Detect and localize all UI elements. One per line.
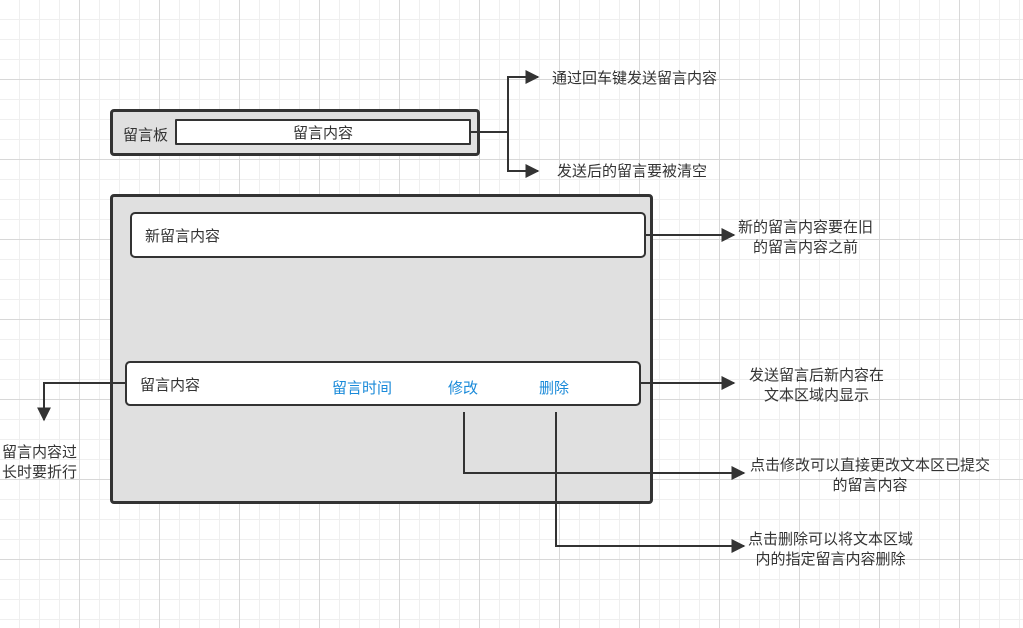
note-line: 发送留言后新内容在 <box>749 366 885 384</box>
note-show-in-area: 发送留言后新内容在 文本区域内显示 <box>749 365 884 405</box>
note-line: 点击修改可以直接更改文本区已提交 <box>750 456 991 474</box>
arrow-delete-note <box>555 412 746 553</box>
note-delete: 点击删除可以将文本区域 内的指定留言内容删除 <box>748 529 913 569</box>
arrow-wrap-long <box>37 382 125 422</box>
note-wrap-long: 留言内容过 长时要折行 <box>2 442 77 482</box>
message-item-text: 留言内容 <box>140 376 201 394</box>
message-item <box>125 361 641 406</box>
note-line: 长时要折行 <box>2 463 78 481</box>
note-line: 新的留言内容要在旧 <box>738 218 874 236</box>
note-enter-to-send: 通过回车键发送留言内容 <box>552 69 718 87</box>
message-input[interactable]: 留言内容 <box>175 119 471 145</box>
edit-link[interactable]: 修改 <box>448 379 479 397</box>
new-message-item: 新留言内容 <box>130 212 646 258</box>
note-clear-after-send: 发送后的留言要被清空 <box>557 162 708 180</box>
message-time-link[interactable]: 留言时间 <box>332 379 393 397</box>
note-line: 留言内容过 <box>2 443 78 461</box>
note-line: 的留言内容 <box>832 476 908 494</box>
note-new-before-old: 新的留言内容要在旧 的留言内容之前 <box>738 217 873 257</box>
arrow-edit-note <box>463 412 746 480</box>
delete-link[interactable]: 删除 <box>539 379 570 397</box>
message-board-label: 留言板 <box>123 126 169 144</box>
arrow-enter-to-send <box>471 70 540 133</box>
arrow-clear-after-send <box>507 132 540 178</box>
note-line: 内的指定留言内容删除 <box>755 550 906 568</box>
note-line: 文本区域内显示 <box>764 386 870 404</box>
note-line: 的留言内容之前 <box>753 238 859 256</box>
note-edit: 点击修改可以直接更改文本区已提交 的留言内容 <box>750 455 990 495</box>
note-line: 点击删除可以将文本区域 <box>748 530 914 548</box>
